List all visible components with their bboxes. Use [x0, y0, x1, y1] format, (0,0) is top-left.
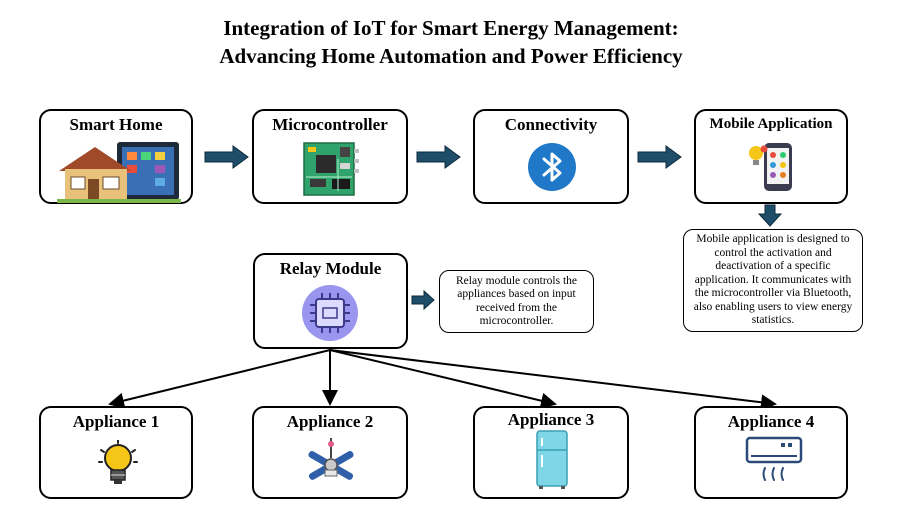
ceiling-fan-icon — [308, 438, 354, 480]
mobile-application-note: Mobile application is designed to contro… — [683, 229, 863, 332]
arrow-home-to-mcu — [204, 145, 249, 169]
connectivity-box: Connectivity — [473, 109, 629, 204]
appliance-1-label: Appliance 1 — [72, 412, 160, 431]
circuit-board-icon — [303, 142, 359, 196]
diagram-title: Integration of IoT for Smart Energy Mana… — [0, 14, 902, 70]
microcontroller-box: Microcontroller — [252, 109, 408, 204]
relay-note-text: Relay module controls the appliances bas… — [455, 274, 578, 328]
arrow-relay-to-note — [411, 289, 435, 311]
air-conditioner-icon — [745, 436, 803, 481]
line-relay-appliance-3 — [329, 349, 557, 409]
appliance-2-label: Appliance 2 — [286, 412, 374, 431]
connectivity-label: Connectivity — [504, 115, 598, 134]
relay-chip-icon — [302, 285, 358, 341]
appliance-3-box: Appliance 3 — [473, 406, 629, 499]
appliance-1-box: Appliance 1 — [39, 406, 193, 499]
arrow-connectivity-to-mobile — [637, 145, 682, 169]
refrigerator-icon — [536, 430, 568, 489]
appliance-3-label: Appliance 3 — [507, 410, 595, 429]
line-relay-appliance-4 — [329, 349, 777, 411]
title-line-1: Integration of IoT for Smart Energy Mana… — [223, 16, 679, 40]
appliance-4-label: Appliance 4 — [727, 412, 815, 431]
microcontroller-label: Microcontroller — [272, 115, 388, 134]
mobile-application-box: Mobile Application — [694, 109, 848, 204]
smart-home-icon — [57, 142, 181, 203]
appliance-2-box: Appliance 2 — [252, 406, 408, 499]
mobile-application-label: Mobile Application — [709, 116, 833, 132]
relay-module-note: Relay module controls the appliances bas… — [439, 270, 594, 333]
title-line-2: Advancing Home Automation and Power Effi… — [219, 44, 683, 68]
bluetooth-icon — [528, 143, 576, 191]
arrow-mcu-to-connectivity — [416, 145, 461, 169]
mobile-note-text: Mobile application is designed to contro… — [693, 233, 853, 327]
line-relay-appliance-1 — [108, 349, 331, 409]
relay-module-label: Relay Module — [279, 259, 382, 278]
smartphone-apps-icon — [749, 143, 792, 191]
smart-home-label: Smart Home — [69, 115, 163, 134]
arrow-mobile-to-note — [757, 204, 783, 227]
relay-module-box: Relay Module — [253, 253, 408, 349]
smart-home-box: Smart Home — [39, 109, 193, 204]
appliance-4-box: Appliance 4 — [694, 406, 848, 499]
light-bulb-icon — [98, 440, 138, 484]
